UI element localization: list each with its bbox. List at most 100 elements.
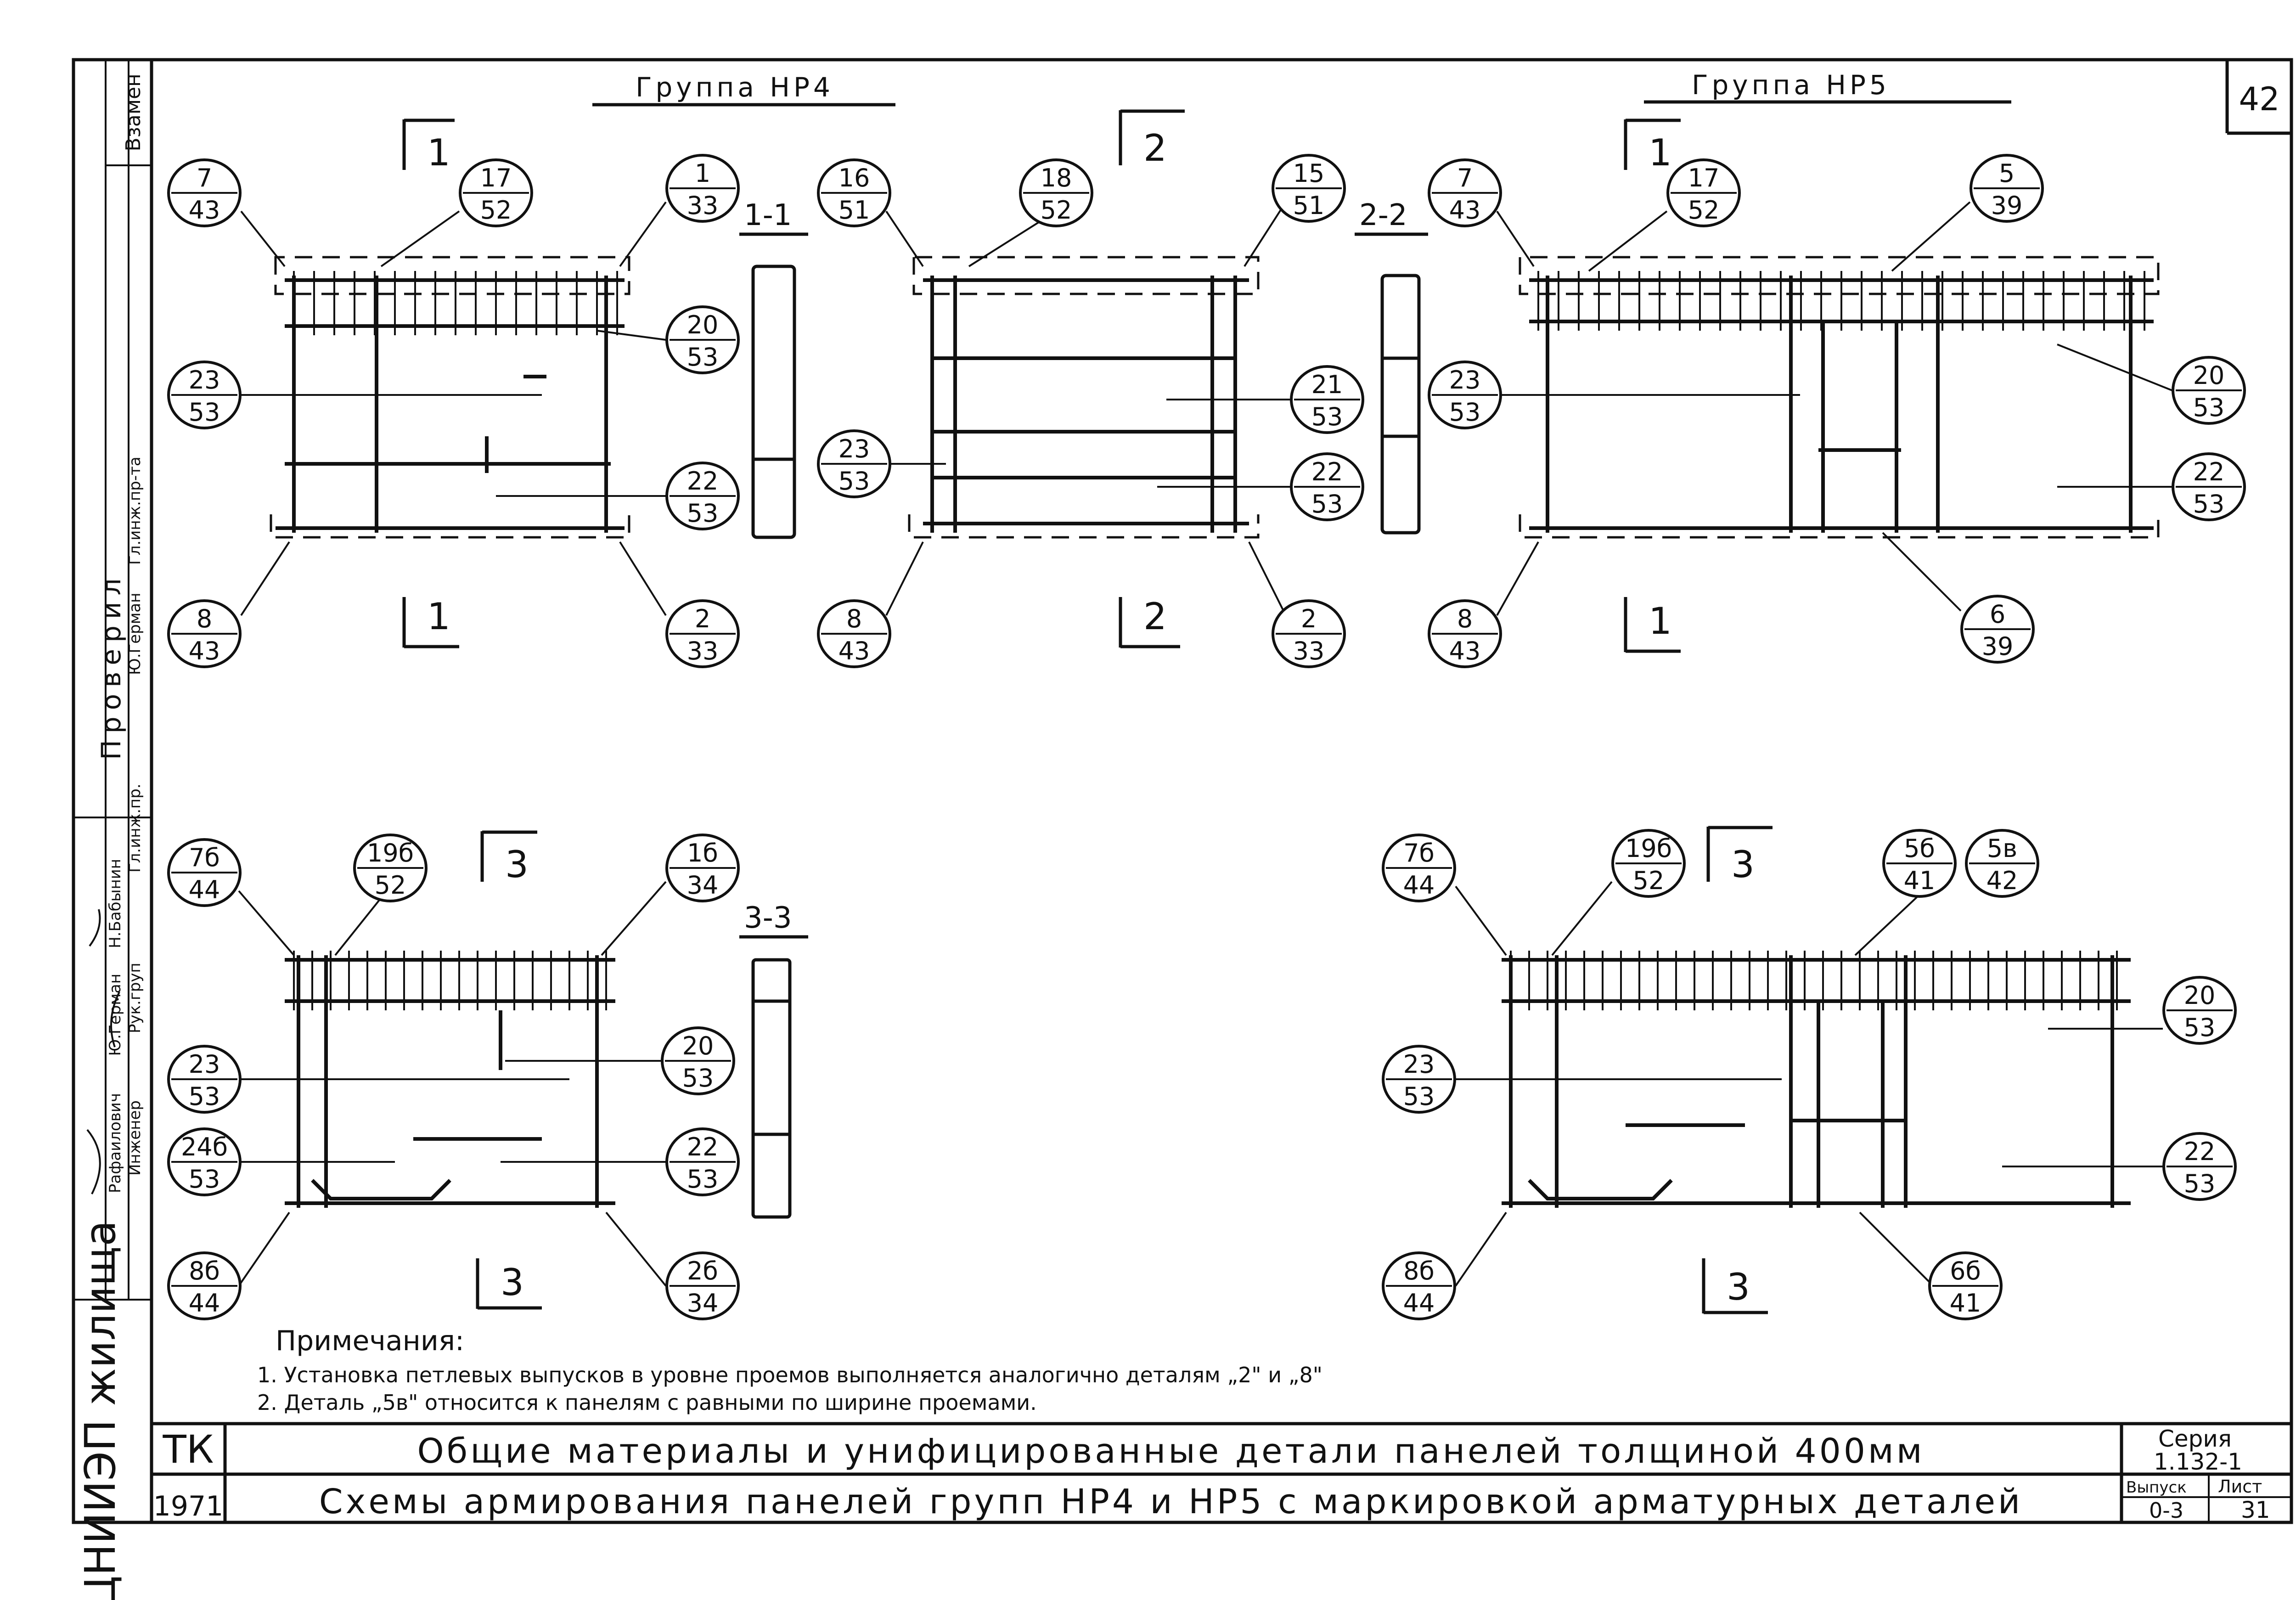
checked-label: Проверил xyxy=(96,572,127,760)
stamp-name-1: Н.Бабынин xyxy=(106,859,124,948)
callout-detail-number: 2 xyxy=(695,604,710,633)
callout-sheet-number: 52 xyxy=(1688,196,1720,225)
callout-markers: 7431752133205323532253843233165118521551… xyxy=(167,154,2246,1320)
stamp-name-4: Ю.Герман xyxy=(126,593,144,675)
callout-detail-number: 18 xyxy=(1041,163,1072,192)
zamen-label: Взамен xyxy=(122,73,145,152)
callout-sheet-number: 53 xyxy=(687,1165,719,1194)
callout-sheet-number: 39 xyxy=(1982,632,2014,661)
issue-label: Выпуск xyxy=(2126,1478,2187,1497)
callout-sheet-number: 52 xyxy=(1633,866,1665,895)
sheet-value: 31 xyxy=(2241,1497,2270,1523)
panel-hp5-1 xyxy=(1519,256,2160,539)
stamp-role-1: Гл.инж.пр. xyxy=(126,783,144,873)
callout-detail-number: 20 xyxy=(2184,981,2216,1010)
callout-detail-number: 19б xyxy=(367,839,414,868)
section-3-3 xyxy=(751,958,792,1219)
callout-detail-number: 5б xyxy=(1904,834,1935,863)
callout-sheet-number: 42 xyxy=(1986,866,2018,895)
callout-detail-number: 23 xyxy=(189,366,220,394)
cut-1-top-hp5: 1 xyxy=(1649,131,1672,174)
callout-sheet-number: 53 xyxy=(838,467,870,496)
callout-sheet-number: 44 xyxy=(189,875,220,904)
cut-3-top-hp5: 3 xyxy=(1731,843,1755,886)
callout-sheet-number: 53 xyxy=(2193,490,2225,518)
callout-detail-number: 7б xyxy=(189,843,220,872)
note-1: 1. Установка петлевых выпусков в уровне … xyxy=(257,1363,1322,1387)
section-2-2 xyxy=(1380,274,1421,535)
institute-name: ЦНИИЭП жилища xyxy=(76,1220,125,1600)
callout-detail-number: 6б xyxy=(1950,1256,1981,1285)
section-3-3-label: 3-3 xyxy=(744,901,792,935)
stirrup-group xyxy=(1510,951,2118,1010)
callout-sheet-number: 39 xyxy=(1991,191,2023,220)
stirrup-group xyxy=(293,271,618,335)
callout-detail-number: 22 xyxy=(2193,457,2225,486)
callout-sheet-number: 41 xyxy=(1950,1289,1981,1318)
cut-1-bottom: 1 xyxy=(427,595,450,638)
callout-detail-number: 22 xyxy=(2184,1137,2216,1166)
callout-sheet-number: 52 xyxy=(480,196,512,225)
sheet-frame xyxy=(72,58,2293,1524)
group-hp4-title: Группа НР4 xyxy=(636,72,834,103)
stirrup-group xyxy=(293,951,607,1010)
callout-detail-number: 21 xyxy=(1311,370,1343,399)
note-2: 2. Деталь „5в" относится к панелям с рав… xyxy=(257,1390,1037,1415)
callout-detail-number: 8 xyxy=(846,604,862,633)
callout-detail-number: 20 xyxy=(682,1031,714,1060)
stamp-role-2: Рук.груп xyxy=(126,963,144,1033)
cut-2-top: 2 xyxy=(1143,127,1167,169)
title-line-2: Схемы армирования панелей групп НР4 и НР… xyxy=(319,1482,2023,1521)
callout-sheet-number: 43 xyxy=(189,196,220,225)
callout-sheet-number: 53 xyxy=(687,499,719,528)
group-hp5-title: Группа НР5 xyxy=(1692,69,1890,101)
callout-detail-number: 5 xyxy=(1999,159,2015,188)
callout-sheet-number: 52 xyxy=(375,871,406,900)
callout-detail-number: 2 xyxy=(1301,604,1317,633)
callout-detail-number: 22 xyxy=(687,467,719,496)
callout-detail-number: 20 xyxy=(2193,361,2225,390)
series-value: 1.132-1 xyxy=(2154,1448,2242,1475)
stamp-role-3: Инженер xyxy=(126,1100,144,1176)
callout-marker: 233 xyxy=(1272,599,1346,668)
callout-sheet-number: 53 xyxy=(1311,402,1343,431)
callout-sheet-number: 53 xyxy=(1449,398,1481,427)
callout-marker: 233 xyxy=(665,599,740,668)
panel-hp4-2 xyxy=(908,256,1260,539)
callout-detail-number: 1 xyxy=(695,159,710,188)
callout-sheet-number: 43 xyxy=(1449,637,1481,665)
sheet-label: Лист xyxy=(2218,1476,2262,1497)
signature-marks xyxy=(86,909,120,1194)
callout-sheet-number: 53 xyxy=(687,343,719,372)
callout-sheet-number: 41 xyxy=(1904,866,1936,895)
callout-sheet-number: 44 xyxy=(1403,1289,1435,1318)
callout-detail-number: 22 xyxy=(1311,457,1343,486)
callout-detail-number: 19б xyxy=(1625,834,1672,863)
callout-detail-number: 20 xyxy=(687,310,719,339)
callout-sheet-number: 51 xyxy=(1293,191,1325,220)
callout-sheet-number: 53 xyxy=(2184,1013,2216,1042)
callout-sheet-number: 43 xyxy=(1449,196,1481,225)
callout-detail-number: 24б xyxy=(181,1132,228,1161)
callout-sheet-number: 34 xyxy=(687,1289,719,1318)
cut-2-bottom: 2 xyxy=(1143,595,1167,638)
callout-sheet-number: 44 xyxy=(189,1289,220,1318)
panel-hp5-3 xyxy=(1502,955,2131,1208)
callout-detail-number: 15 xyxy=(1293,159,1325,188)
callout-detail-number: 7 xyxy=(197,163,212,192)
